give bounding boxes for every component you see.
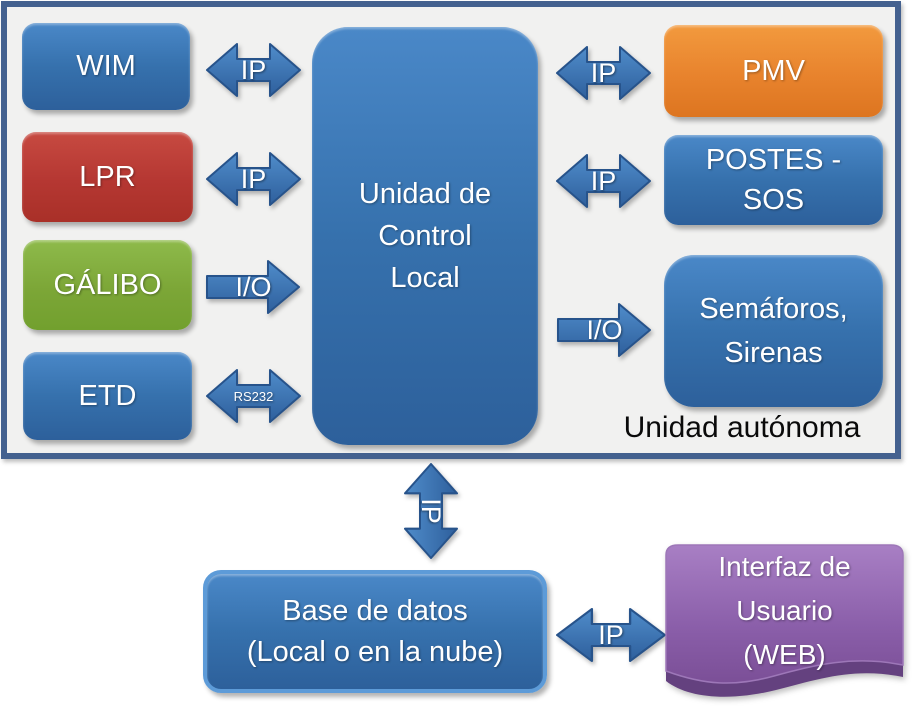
link-label: IP bbox=[240, 54, 267, 85]
link-label: IP bbox=[598, 619, 624, 650]
double-arrow-vertical-icon bbox=[404, 463, 458, 559]
node-semaforos-sirenas: Semáforos, Sirenas bbox=[664, 255, 883, 407]
link-label: IP bbox=[416, 498, 447, 524]
link-label: I/O bbox=[235, 271, 272, 302]
node-etd: ETD bbox=[23, 352, 192, 440]
link-label: IP bbox=[590, 57, 617, 88]
document-shape-icon bbox=[665, 544, 904, 697]
link-lpr-ucl: IP bbox=[206, 150, 301, 208]
right-arrow-icon bbox=[206, 260, 300, 314]
double-arrow-icon bbox=[206, 43, 301, 97]
link-database-web: IP bbox=[556, 606, 666, 664]
node-web-interface: Interfaz de Usuario (WEB) bbox=[664, 543, 905, 705]
node-galibo: GÁLIBO bbox=[23, 240, 192, 330]
link-ucl-pmv: IP bbox=[556, 44, 651, 102]
link-galibo-ucl: I/O bbox=[206, 259, 301, 315]
link-label: I/O bbox=[586, 314, 623, 345]
double-arrow-icon bbox=[556, 154, 651, 208]
double-arrow-icon bbox=[556, 46, 651, 100]
autonomous-unit-caption: Unidad autónoma bbox=[623, 411, 861, 444]
link-ucl-semaforos: I/O bbox=[557, 302, 652, 358]
double-arrow-icon bbox=[556, 608, 666, 662]
link-etd-ucl: RS232 bbox=[206, 367, 301, 425]
node-postes-sos: POSTES - SOS bbox=[664, 135, 883, 225]
double-arrow-icon bbox=[206, 369, 301, 423]
node-pmv: PMV bbox=[664, 25, 883, 117]
link-label: RS232 bbox=[233, 388, 274, 404]
right-arrow-icon bbox=[557, 303, 651, 357]
node-web-interface-label: Interfaz de Usuario (WEB) bbox=[718, 551, 851, 670]
double-arrow-icon bbox=[206, 152, 301, 206]
link-label: IP bbox=[240, 163, 267, 194]
link-ucl-database: IP bbox=[402, 463, 460, 559]
node-lpr: LPR bbox=[22, 132, 193, 222]
node-database: Base de datos (Local o en la nube) bbox=[203, 570, 547, 693]
node-control-unit: Unidad de Control Local bbox=[312, 27, 538, 445]
link-label: IP bbox=[590, 165, 617, 196]
link-ucl-postes: IP bbox=[556, 152, 651, 210]
link-wim-ucl: IP bbox=[206, 41, 301, 99]
node-wim: WIM bbox=[22, 23, 190, 110]
